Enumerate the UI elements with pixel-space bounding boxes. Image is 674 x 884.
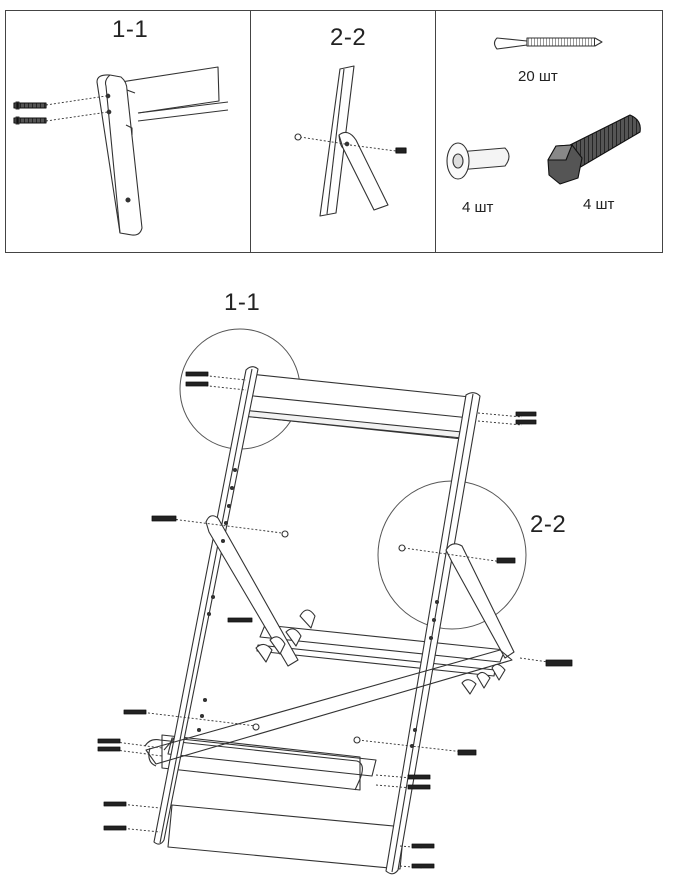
screw-quantity: 20 шт: [518, 68, 558, 85]
barrel-nut-illustration: [446, 142, 510, 180]
panel-divider-1: [250, 10, 251, 253]
callout-label-2-2: 2-2: [530, 511, 567, 538]
detail-label-2-2: 2-2: [330, 24, 367, 51]
callout-label-1-1: 1-1: [224, 289, 261, 316]
barrel-nut-quantity: 4 шт: [462, 199, 494, 216]
bolt-quantity: 4 шт: [583, 196, 615, 213]
detail-2-2-illustration: [294, 65, 407, 217]
detail-1-1-illustration: [13, 66, 229, 236]
detail-label-1-1: 1-1: [112, 16, 149, 43]
bolt-illustration: [547, 114, 641, 185]
panel-divider-2: [435, 10, 436, 253]
main-assembly-illustration: [97, 328, 573, 875]
screw-illustration: [493, 37, 603, 50]
